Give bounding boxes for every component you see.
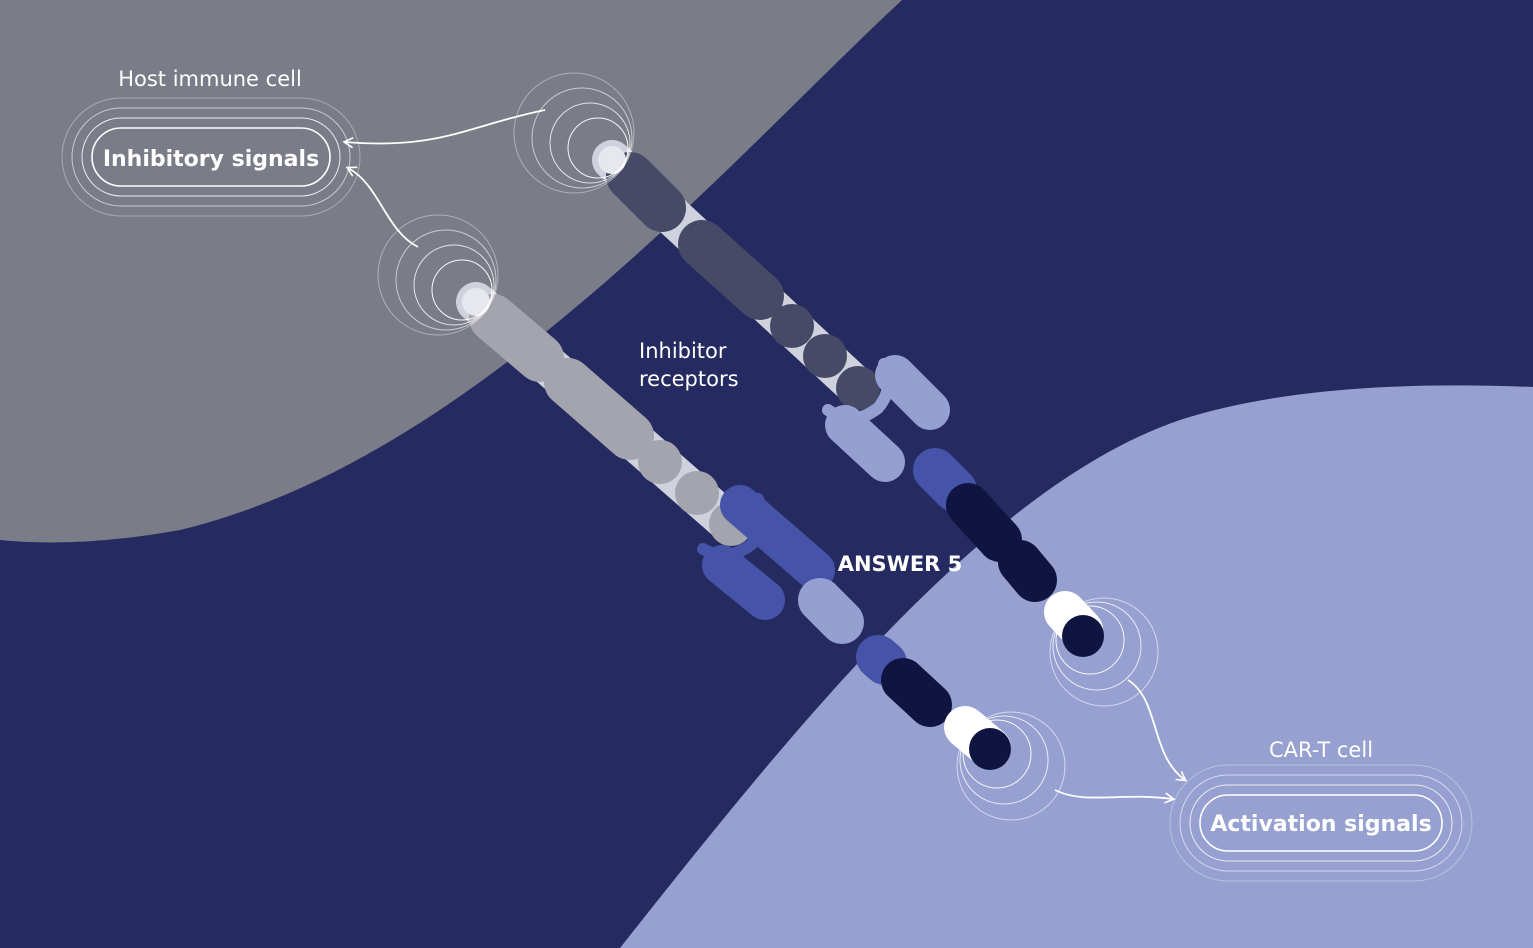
inhibitor-receptors-label-line1: Inhibitor bbox=[639, 339, 727, 363]
upper-rod-bead bbox=[836, 366, 880, 410]
activation-signals-label: Activation signals bbox=[1210, 812, 1431, 837]
upper-receptor-tip bbox=[1062, 615, 1104, 657]
arrow-upper-to-inhibitory bbox=[342, 109, 546, 149]
ripple-upper-receptor-tip bbox=[1049, 597, 1159, 707]
inhibitory-signals-label: Inhibitory signals bbox=[103, 147, 319, 172]
host-immune-cell-label: Host immune cell bbox=[118, 67, 302, 91]
upper-rod-bead bbox=[803, 334, 847, 378]
ripple-lower-receptor-tip bbox=[956, 711, 1066, 821]
upper-rod-bead bbox=[770, 304, 814, 348]
cart-cell-region bbox=[620, 385, 1533, 948]
inhibitor-receptors-label-line2: receptors bbox=[639, 367, 739, 391]
car-t-cell-label: CAR-T cell bbox=[1269, 738, 1373, 762]
host-cell-region bbox=[0, 0, 902, 543]
ripple-upper-rod-tip bbox=[513, 72, 635, 194]
arrow-upper-receptor-to-activation bbox=[1127, 679, 1188, 782]
arrow-lower-to-inhibitory bbox=[345, 166, 419, 248]
answer-label: ANSWER 5 bbox=[838, 552, 963, 576]
inhibitory-signals-pill bbox=[61, 97, 361, 217]
arrow-lower-receptor-to-activation bbox=[1054, 789, 1176, 804]
activation-signals-pill bbox=[1169, 764, 1473, 882]
lower-rod-bead bbox=[675, 471, 719, 515]
lower-receptor bbox=[697, 485, 1011, 769]
lower-rod-bead bbox=[638, 440, 682, 484]
lower-receptor-tip bbox=[969, 728, 1011, 770]
ripple-lower-rod-tip bbox=[377, 214, 499, 336]
upper-rod-tip bbox=[598, 146, 626, 174]
lower-rod-tip bbox=[462, 288, 490, 316]
